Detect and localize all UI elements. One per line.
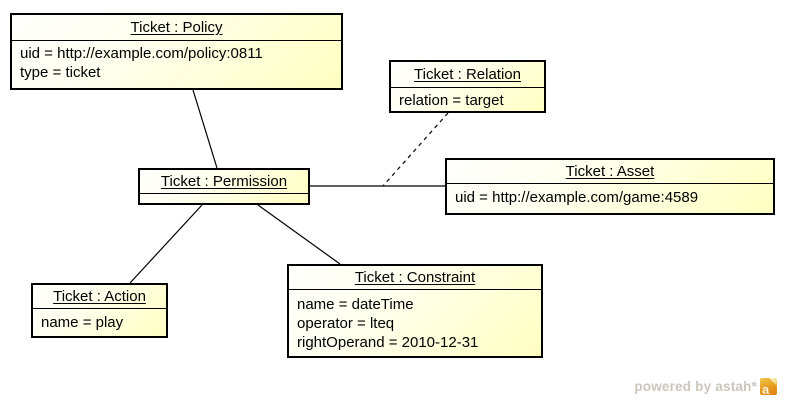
object-policy: Ticket : Policy uid = http://example.com… [10,13,343,90]
watermark: powered by astah* a [634,378,777,395]
object-action: Ticket : Action name = play [31,283,168,338]
attribute-line: uid = http://example.com/policy:0811 [20,45,263,62]
object-relation-title: Ticket : Relation [391,62,544,88]
attribute-line: relation = target [399,92,504,109]
attribute-line: rightOperand = 2010-12-31 [297,334,479,351]
object-relation-name: Ticket : Relation [414,66,521,83]
object-constraint-name: Ticket : Constraint [354,269,476,286]
object-asset: Ticket : Asset uid = http://example.com/… [445,158,775,215]
object-permission-title: Ticket : Permission [140,170,308,194]
astah-logo-wing [768,378,777,387]
astah-logo-icon: a [760,378,777,395]
attribute-line: operator = lteq [297,315,395,332]
object-relation: Ticket : Relation relation = target [389,60,546,113]
object-constraint-attributes: name = dateTime operator = lteq rightOpe… [289,290,541,356]
object-permission-attributes [140,194,308,203]
link-policy-permission [192,89,218,169]
object-action-name: Ticket : Action [53,288,146,305]
object-asset-title: Ticket : Asset [447,160,773,184]
astah-logo-letter: a [762,382,770,395]
object-asset-name: Ticket : Asset [565,163,655,180]
link-permission-constraint [257,204,341,265]
object-action-attributes: name = play [33,309,166,336]
attribute-line: name = play [41,314,124,331]
object-policy-attributes: uid = http://example.com/policy:0811 typ… [12,41,341,88]
attribute-line: name = dateTime [297,296,414,313]
object-permission-name: Ticket : Permission [160,173,288,190]
object-constraint-title: Ticket : Constraint [289,266,541,290]
object-relation-attributes: relation = target [391,88,544,111]
object-constraint: Ticket : Constraint name = dateTime oper… [287,264,543,358]
object-policy-title: Ticket : Policy [12,15,341,41]
object-policy-name: Ticket : Policy [130,19,223,36]
attribute-line: type = ticket [20,64,101,81]
object-asset-attributes: uid = http://example.com/game:4589 [447,184,773,213]
object-action-title: Ticket : Action [33,285,166,309]
link-relation-to-link-dashed [382,112,449,187]
watermark-text: powered by astah* [634,379,757,394]
attribute-line: uid = http://example.com/game:4589 [455,189,699,206]
object-permission: Ticket : Permission [138,168,310,205]
link-permission-action [129,204,203,284]
